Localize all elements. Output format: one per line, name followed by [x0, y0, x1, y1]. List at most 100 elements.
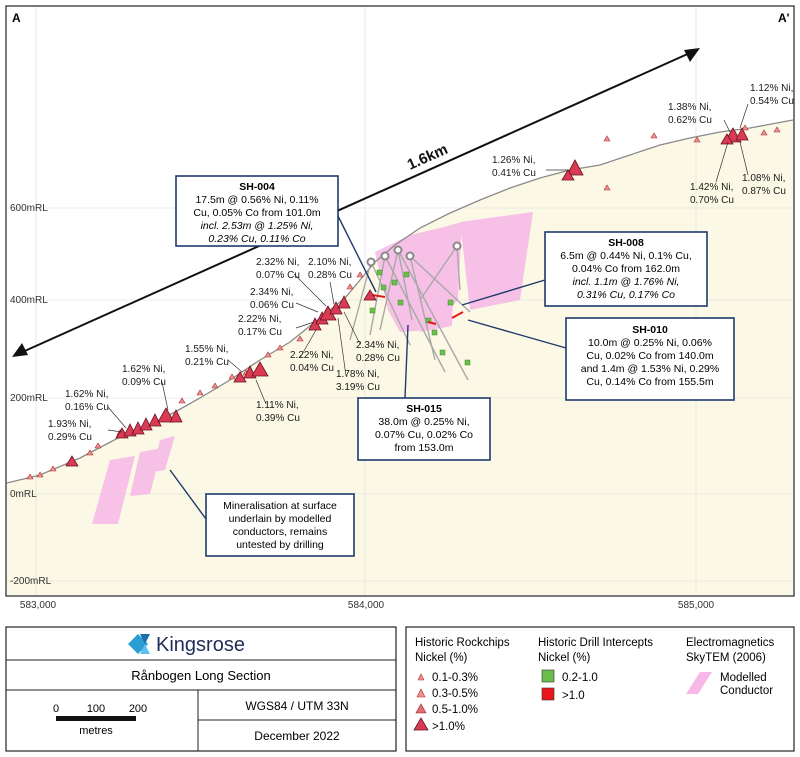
svg-text:untested by drilling: untested by drilling: [236, 539, 324, 551]
svg-text:SH-015: SH-015: [406, 403, 442, 415]
svg-text:Nickel (%): Nickel (%): [415, 652, 468, 664]
svg-text:0.28% Cu: 0.28% Cu: [356, 353, 400, 364]
svg-text:metres: metres: [79, 725, 113, 737]
svg-text:100: 100: [87, 703, 105, 715]
svg-text:SH-010: SH-010: [632, 324, 668, 336]
svg-text:1.78% Ni,: 1.78% Ni,: [336, 369, 379, 380]
svg-text:1.62% Ni,: 1.62% Ni,: [122, 364, 165, 375]
svg-text:2.10% Ni,: 2.10% Ni,: [308, 257, 351, 268]
svg-text:0.28% Cu: 0.28% Cu: [308, 270, 352, 281]
legend-em: Electromagnetics SkyTEM (2006) Modelled …: [686, 637, 774, 697]
scale-bar: 0 100 200 metres: [53, 703, 147, 737]
assay-label: 1.62% Ni, 0.16% Cu: [65, 389, 109, 413]
svg-text:from 153.0m: from 153.0m: [395, 442, 454, 454]
rockchips-large: [65, 127, 749, 467]
drill-intercepts-red: [371, 294, 464, 325]
svg-text:incl. 1.1m @ 1.76% Ni,: incl. 1.1m @ 1.76% Ni,: [573, 276, 680, 288]
svg-text:17.5m @ 0.56% Ni, 0.11%: 17.5m @ 0.56% Ni, 0.11%: [195, 194, 318, 206]
svg-text:2.32% Ni,: 2.32% Ni,: [256, 257, 299, 268]
assay-label: 1.08% Ni, 0.87% Cu: [742, 173, 786, 197]
brand-name: Kingsrose: [156, 634, 245, 656]
x-axis-labels: 583,000 584,000 585,000: [20, 600, 715, 611]
kingsrose-logo-icon: [128, 634, 150, 654]
svg-text:Nickel (%): Nickel (%): [538, 652, 591, 664]
svg-text:585,000: 585,000: [678, 600, 715, 611]
svg-text:1.38% Ni,: 1.38% Ni,: [668, 102, 711, 113]
svg-text:0.31% Cu, 0.17% Co: 0.31% Cu, 0.17% Co: [577, 289, 675, 301]
svg-text:0.3-0.5%: 0.3-0.5%: [432, 688, 478, 700]
assay-label: 2.34% Ni,0.06% Cu: [250, 287, 294, 311]
svg-text:0.2-1.0: 0.2-1.0: [562, 672, 598, 684]
svg-text:SkyTEM (2006): SkyTEM (2006): [686, 652, 766, 664]
callout-sh004: SH-004 17.5m @ 0.56% Ni, 0.11% Cu, 0.05%…: [175, 175, 377, 293]
svg-text:Historic Rockchips: Historic Rockchips: [415, 637, 510, 649]
assay-label: 2.34% Ni,0.28% Cu: [356, 340, 400, 364]
svg-text:0.54% Cu: 0.54% Cu: [750, 96, 794, 107]
callout-mineralisation: Mineralisation at surface underlain by m…: [169, 469, 355, 557]
svg-text:0.07% Cu: 0.07% Cu: [256, 270, 300, 281]
svg-text:2.22% Ni,: 2.22% Ni,: [238, 314, 281, 325]
svg-text:and 1.4m @ 1.53% Ni, 0.29%: and 1.4m @ 1.53% Ni, 0.29%: [581, 363, 719, 375]
y-axis-labels: 600mRL 400mRL 200mRL 0mRL -200mRL: [10, 203, 52, 587]
svg-text:incl. 2.53m @ 1.25% Ni,: incl. 2.53m @ 1.25% Ni,: [201, 220, 314, 232]
legend-drill: Historic Drill Intercepts Nickel (%) 0.2…: [538, 637, 653, 702]
svg-text:0.16% Cu: 0.16% Cu: [65, 402, 109, 413]
svg-text:0.04% Co from 162.0m: 0.04% Co from 162.0m: [572, 263, 680, 275]
svg-text:SH-004: SH-004: [239, 181, 275, 193]
section-arrow: [12, 48, 700, 357]
svg-text:2.22% Ni,: 2.22% Ni,: [290, 350, 333, 361]
svg-text:0.07% Cu, 0.02% Co: 0.07% Cu, 0.02% Co: [375, 429, 473, 441]
callout-sh010: SH-010 10.0m @ 0.25% Ni, 0.06% Cu, 0.02%…: [467, 317, 735, 401]
svg-text:400mRL: 400mRL: [10, 295, 48, 306]
svg-text:Historic Drill Intercepts: Historic Drill Intercepts: [538, 637, 653, 649]
svg-text:Conductor: Conductor: [720, 685, 773, 697]
svg-text:1.62% Ni,: 1.62% Ni,: [65, 389, 108, 400]
svg-text:1.93% Ni,: 1.93% Ni,: [48, 419, 91, 430]
svg-text:0.17% Cu: 0.17% Cu: [238, 327, 282, 338]
svg-text:Cu, 0.14% Co from 155.5m: Cu, 0.14% Co from 155.5m: [586, 376, 713, 388]
assay-label: 2.22% Ni, 0.17% Cu: [238, 314, 282, 338]
svg-text:0mRL: 0mRL: [10, 489, 37, 500]
svg-text:0.41% Cu: 0.41% Cu: [492, 168, 536, 179]
svg-text:0.87% Cu: 0.87% Cu: [742, 186, 786, 197]
svg-text:1.12% Ni,: 1.12% Ni,: [750, 83, 793, 94]
svg-text:1.11% Ni,: 1.11% Ni,: [256, 400, 299, 411]
assay-label: 2.32% Ni, 0.07% Cu: [256, 257, 300, 281]
modelled-conductors: [92, 212, 533, 524]
svg-text:conductors, remains: conductors, remains: [233, 526, 328, 538]
callout-sh008: SH-008 6.5m @ 0.44% Ni, 0.1% Cu, 0.04% C…: [461, 231, 708, 307]
svg-text:1.55% Ni,: 1.55% Ni,: [185, 344, 228, 355]
svg-text:Cu, 0.05% Co from 101.0m: Cu, 0.05% Co from 101.0m: [193, 207, 320, 219]
svg-text:0.70% Cu: 0.70% Cu: [690, 195, 734, 206]
section-end-label: A': [778, 11, 790, 25]
assay-label: 1.26% Ni,0.41% Cu: [492, 155, 536, 179]
svg-text:Modelled: Modelled: [720, 672, 767, 684]
svg-text:0.1-0.3%: 0.1-0.3%: [432, 672, 478, 684]
svg-text:0.62% Cu: 0.62% Cu: [668, 115, 712, 126]
assay-label: 1.78% Ni, 3.19% Cu: [336, 369, 380, 393]
svg-text:0.06% Cu: 0.06% Cu: [250, 300, 294, 311]
svg-text:3.19% Cu: 3.19% Cu: [336, 382, 380, 393]
projection: WGS84 / UTM 33N: [245, 699, 348, 713]
svg-text:Cu, 0.02% Co from 140.0m: Cu, 0.02% Co from 140.0m: [586, 350, 713, 362]
svg-text:10.0m @ 0.25% Ni, 0.06%: 10.0m @ 0.25% Ni, 0.06%: [588, 337, 712, 349]
svg-text:1.08% Ni,: 1.08% Ni,: [742, 173, 785, 184]
svg-text:SH-008: SH-008: [608, 237, 644, 249]
svg-text:200mRL: 200mRL: [10, 393, 48, 404]
svg-text:underlain by modelled: underlain by modelled: [229, 513, 332, 525]
section-start-label: A: [12, 11, 21, 25]
assay-label: 1.62% Ni, 0.09% Cu: [122, 364, 166, 388]
assay-label: 2.22% Ni,0.04% Cu: [290, 350, 334, 374]
svg-text:Mineralisation at surface: Mineralisation at surface: [223, 500, 337, 512]
assay-label: 1.42% Ni,0.70% Cu: [690, 182, 734, 206]
assay-label: 1.11% Ni,0.39% Cu: [256, 400, 300, 424]
svg-text:0.29% Cu: 0.29% Cu: [48, 432, 92, 443]
svg-text:38.0m @ 0.25% Ni,: 38.0m @ 0.25% Ni,: [378, 416, 469, 428]
svg-text:0.09% Cu: 0.09% Cu: [122, 377, 166, 388]
svg-text:-200mRL: -200mRL: [10, 576, 52, 587]
assay-label: 1.12% Ni, 0.54% Cu: [750, 83, 794, 107]
title-block: Kingsrose Rånbogen Long Section WGS84 / …: [5, 626, 397, 752]
svg-text:583,000: 583,000: [20, 600, 57, 611]
rockchips-small: [26, 124, 781, 480]
